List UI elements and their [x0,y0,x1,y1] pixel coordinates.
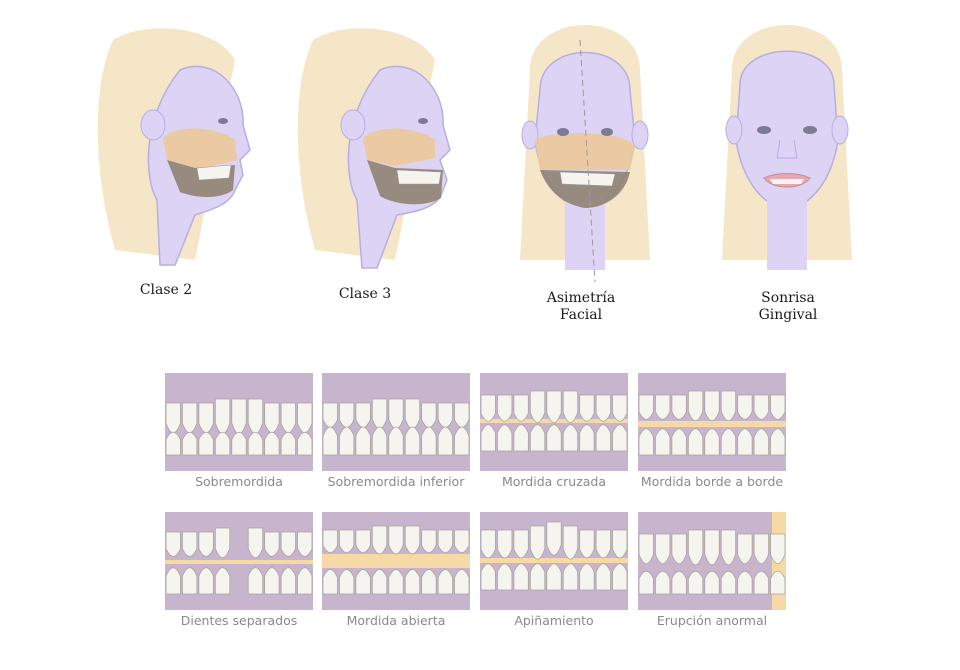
teeth-illustration [322,373,470,471]
tile-apinamiento [480,512,628,610]
tile-label-sobremordida: Sobremordida [195,474,283,489]
tile-label-apinamiento: Apiñamiento [514,613,594,628]
profile-head-illustration [297,28,451,269]
teeth-illustration [480,373,628,471]
head-clase-2 [85,0,265,280]
tile-label-mordida-abierta: Mordida abierta [346,613,446,628]
tile-label-erupcion-anormal: Erupción anormal [656,613,768,628]
teeth-illustration [165,512,313,610]
tile-label-sobremordida-inferior: Sobremordida inferior [327,474,465,489]
tile-label-dientes-separados: Dientes separados [180,613,298,628]
tile-erupcion-anormal [638,512,786,610]
head-label-clase-2: Clase 2 [139,282,193,298]
head-label-sonrisa-gingival: Sonrisa Gingival [758,290,818,323]
head-sonrisa-gingival [712,0,862,285]
teeth-illustration [638,512,786,610]
frontal-smile-illustration [722,25,852,270]
tile-mordida-borde-a-borde [638,373,786,471]
head-label-asimetria-facial: Asimetría Facial [546,290,616,323]
frontal-skull-illustration [520,25,650,283]
teeth-illustration [638,373,786,471]
tile-label-mordida-borde-a-borde: Mordida borde a borde [640,474,784,489]
teeth-illustration [480,512,628,610]
teeth-illustration [322,512,470,610]
head-asimetria-facial [510,0,660,285]
profile-head-illustration [97,28,251,266]
tile-dientes-separados [165,512,313,610]
tile-mordida-abierta [322,512,470,610]
tile-sobremordida-inferior [322,373,470,471]
tile-label-mordida-cruzada: Mordida cruzada [501,474,607,489]
head-label-clase-3: Clase 3 [338,286,392,302]
head-clase-3 [285,0,465,280]
tile-mordida-cruzada [480,373,628,471]
teeth-illustration [165,373,313,471]
tile-sobremordida [165,373,313,471]
